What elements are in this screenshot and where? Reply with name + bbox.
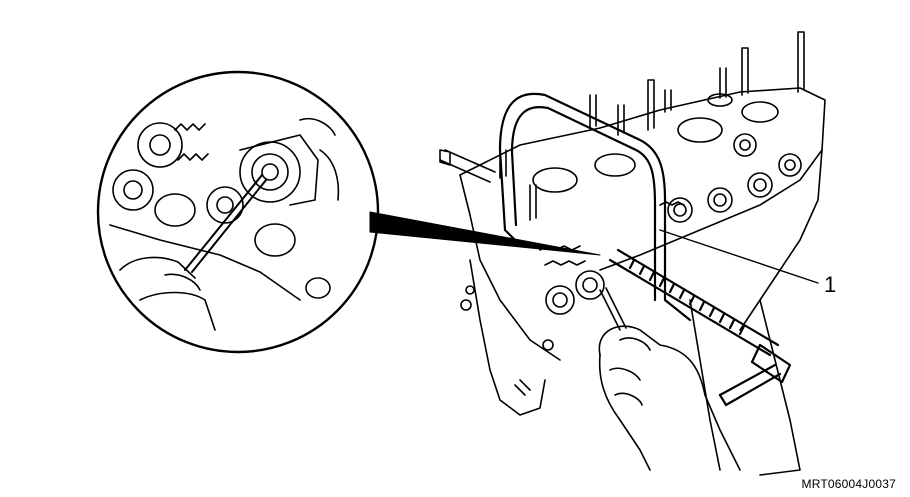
detail-magnified-view xyxy=(96,70,380,354)
head-studs xyxy=(499,31,805,221)
callout-leader-line xyxy=(659,229,819,284)
valve-spring-compressor-tool xyxy=(498,92,792,407)
callout-label-1: 1 xyxy=(824,272,837,297)
figure-code: MRT06004J0037 xyxy=(801,477,896,491)
zoom-connector xyxy=(369,211,601,256)
valve-springs xyxy=(539,133,802,315)
hand-with-pick xyxy=(598,287,741,471)
cylinder-head xyxy=(439,31,826,476)
